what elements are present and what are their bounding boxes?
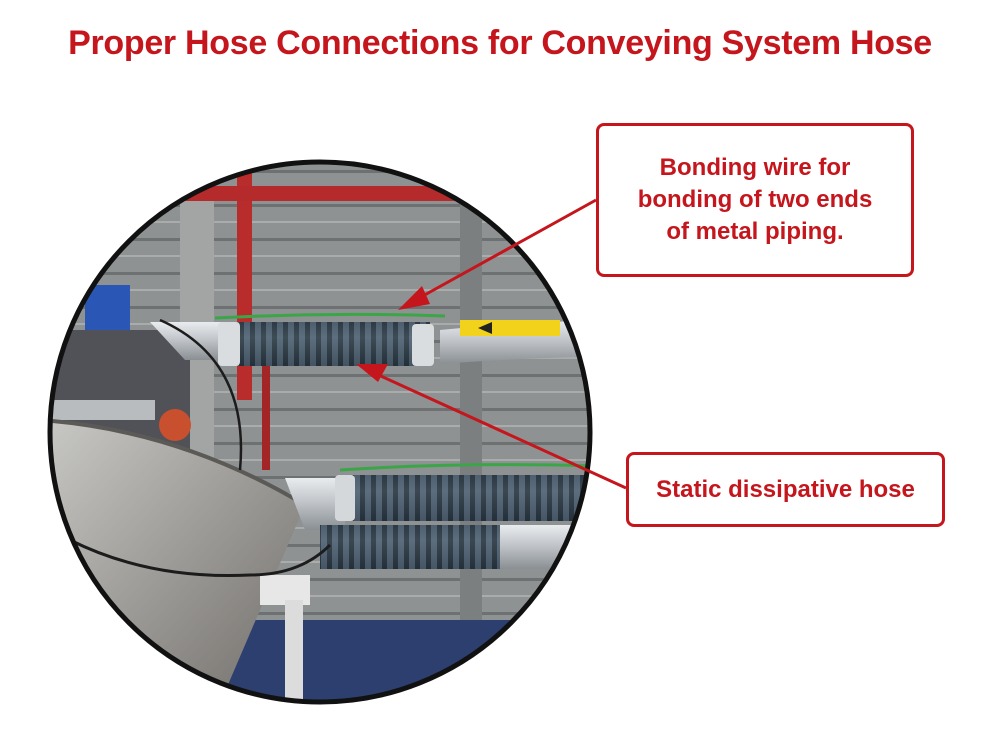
callout-line: Static dissipative hose xyxy=(656,475,915,503)
page-title: Proper Hose Connections for Conveying Sy… xyxy=(68,24,932,62)
callout-line: Bonding wire for xyxy=(659,154,851,181)
bonding-wire-callout: Bonding wire for bonding of two ends of … xyxy=(596,123,914,277)
hose-arrow xyxy=(356,364,627,490)
static-hose-callout: Static dissipative hose xyxy=(626,452,945,527)
bonding-wire-arrow xyxy=(398,198,597,310)
callout-line: bonding of two ends xyxy=(637,186,873,213)
callout-line: of metal piping. xyxy=(666,218,844,245)
